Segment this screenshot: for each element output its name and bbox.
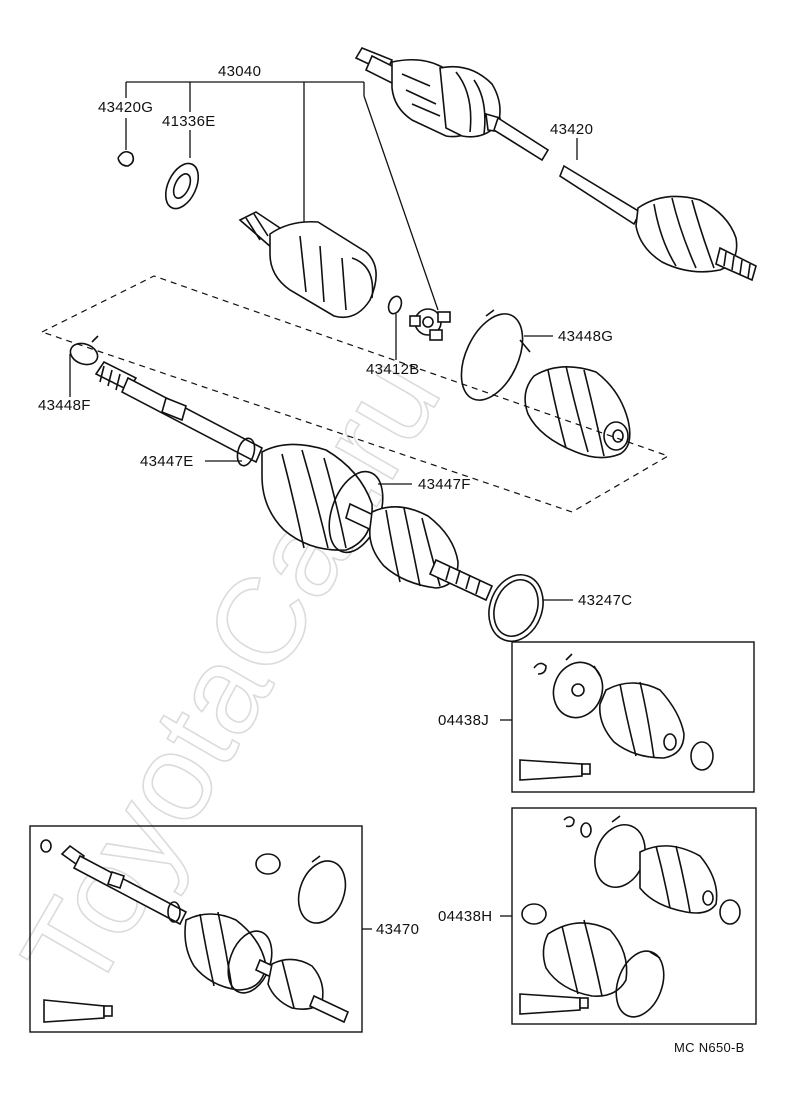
part-labels: 43040 43420G 41336E 43420 43448G 43412B … [38,63,745,1055]
label-43448G: 43448G [558,328,613,345]
label-43412B: 43412B [366,361,420,378]
label-04438J: 04438J [438,712,489,729]
boot-clamp-43448G [460,309,531,401]
inner-joint-housing-43040 [238,211,377,319]
snap-ring-43420G [117,150,135,167]
kit-box-04438J [511,641,755,793]
label-43247C: 43247C [578,592,632,609]
diagram-code: MC N650-B [674,1040,745,1055]
label-43420: 43420 [550,121,593,138]
boot-clamp-43448F [69,335,99,366]
label-43447F: 43447F [418,476,471,493]
label-04438H: 04438H [438,908,492,925]
drive-shaft-assembly [94,360,494,602]
leader-lines [69,81,578,930]
label-43470: 43470 [376,921,419,938]
kit-box-43470 [29,825,363,1033]
boot-inner [524,365,631,459]
kit-box-04438H [511,807,757,1025]
drive-shaft-43420 [354,47,757,282]
snap-ring-43412B [387,295,403,315]
label-43040: 43040 [218,63,261,80]
tripod-joint [409,308,451,341]
ring-43247C [488,574,544,642]
label-43447E: 43447E [140,453,194,470]
label-41336E: 41336E [162,113,216,130]
label-43448F: 43448F [38,397,91,414]
label-43420G: 43420G [98,99,153,116]
washer-41336E [164,162,200,210]
